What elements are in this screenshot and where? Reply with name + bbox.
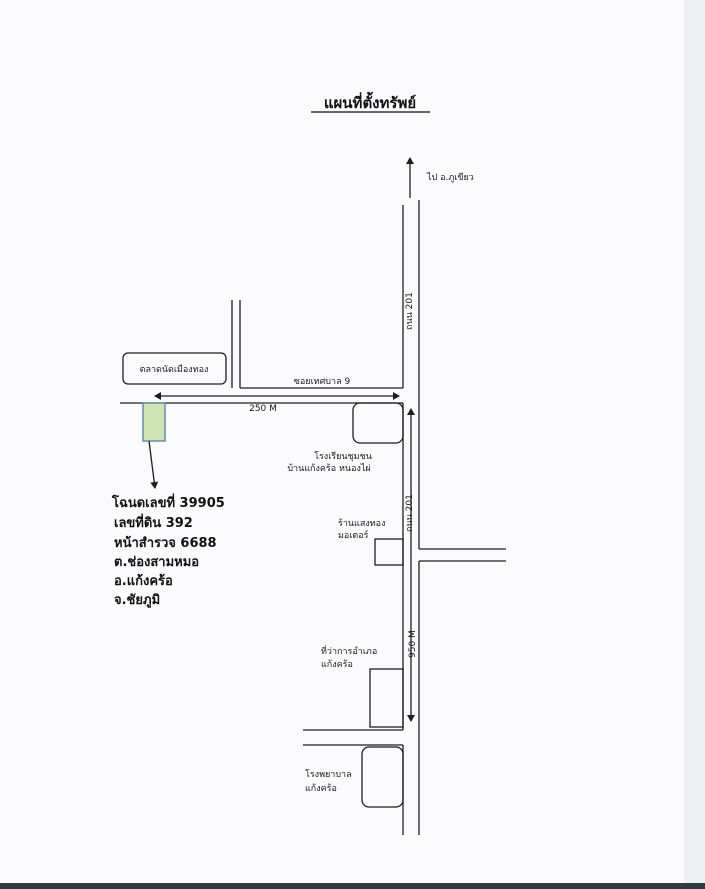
district-office-label-line2: แก้งคร้อ <box>321 659 353 670</box>
property-plot <box>142 402 166 442</box>
shop-box <box>374 538 404 566</box>
shop-label-line1: ร้านแสงทอง <box>338 518 385 529</box>
north-destination-label: ไป อ.ภูเขียว <box>426 172 474 183</box>
subdistrict: ต.ช่องสามหมอ <box>114 555 199 570</box>
road-201-label-upper: ถนน 201 <box>405 292 415 330</box>
district: อ.แก้งคร้อ <box>114 573 173 589</box>
hospital-label-line1: โรงพยาบาล <box>305 769 352 780</box>
market-box <box>122 352 227 385</box>
school-label-line2: บ้านแก้งคร้อ หนองไผ่ <box>287 463 370 474</box>
road-201-label-lower: ถนน 201 <box>405 494 415 532</box>
soi-label: ซอยเทศบาล 9 <box>294 377 351 387</box>
distance-950-label: 950 M <box>408 630 418 658</box>
map-title: แผนที่ตั้งทรัพย์ <box>324 91 416 112</box>
deed-number: โฉนดเลขที่ 39905 <box>111 493 225 511</box>
district-office-box <box>369 668 404 728</box>
survey-page: หน้าสำรวจ 6688 <box>114 535 217 551</box>
district-office-label-line1: ที่ว่าการอำเภอ <box>321 644 377 657</box>
scan-margin <box>684 0 705 889</box>
hospital-label-line2: แก้งคร้อ <box>305 783 337 794</box>
distance-250-label: 250 M <box>249 404 277 414</box>
scan-bottom-border <box>0 883 705 889</box>
shop-label-line2: มอเตอร์ <box>338 529 369 541</box>
land-number: เลขที่ดิน 392 <box>114 513 193 531</box>
school-label-line1: โรงเรียนชุมชน <box>314 451 372 462</box>
province: จ.ชัยภูมิ <box>114 593 160 608</box>
school-box <box>352 402 404 444</box>
plot-pointer-arrow <box>148 440 159 489</box>
map-sheet <box>0 0 684 883</box>
hospital-box <box>361 746 404 808</box>
market-label: ตลาดนัดเมืองทอง <box>140 364 209 375</box>
